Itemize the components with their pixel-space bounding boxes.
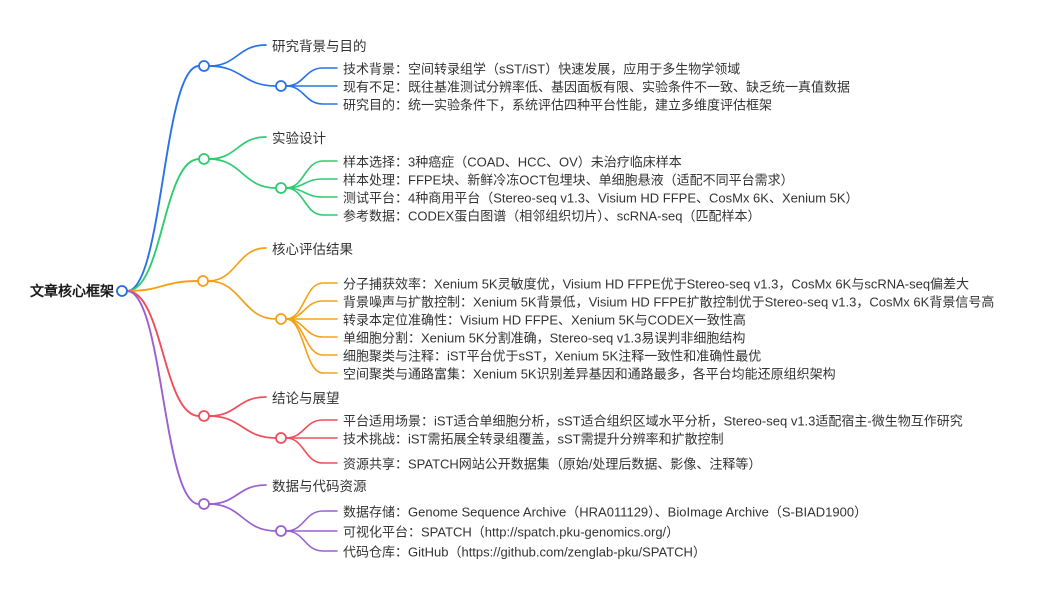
leaf-label-background-1[interactable]: 现有不足：既往基准测试分辨率低、基因面板有限、实验条件不一致、缺乏统一真值数据 bbox=[343, 79, 851, 95]
branch-hub-conclusion[interactable] bbox=[275, 432, 287, 444]
branch-node-design[interactable] bbox=[198, 153, 210, 165]
leaf-label-background-2[interactable]: 研究目的：统一实验条件下，系统评估四种平台性能，建立多维度评估框架 bbox=[343, 97, 773, 113]
connector-line bbox=[285, 178, 338, 189]
leaf-label-results-2[interactable]: 转录本定位准确性：Visium HD FFPE、Xenium 5K与CODEX一… bbox=[343, 312, 746, 328]
root-label: 文章核心框架 bbox=[30, 283, 114, 299]
leaf-label-results-0[interactable]: 分子捕获效率：Xenium 5K灵敏度优，Visium HD FFPE优于Ste… bbox=[343, 276, 970, 292]
branch-hub-resources[interactable] bbox=[275, 525, 287, 537]
connector-line bbox=[285, 419, 338, 439]
branch-node-background[interactable] bbox=[198, 60, 210, 72]
leaf-label-design-3[interactable]: 参考数据：CODEX蛋白图谱（相邻组织切片）、scRNA-seq（匹配样本） bbox=[343, 208, 761, 224]
connector-line bbox=[285, 85, 338, 105]
connector-line bbox=[285, 318, 338, 374]
leaf-label-resources-2[interactable]: 代码仓库：GitHub（https://github.com/zenglab-p… bbox=[343, 544, 706, 560]
branch-label-conclusion[interactable]: 结论与展望 bbox=[272, 391, 340, 406]
connector-line bbox=[285, 510, 338, 532]
connector-line bbox=[285, 160, 338, 189]
root-node[interactable] bbox=[116, 285, 128, 297]
connector-line bbox=[126, 280, 199, 292]
branch-node-resources[interactable] bbox=[198, 498, 210, 510]
branch-node-conclusion[interactable] bbox=[198, 410, 210, 422]
leaf-label-design-0[interactable]: 样本选择：3种癌症（COAD、HCC、OV）未治疗临床样本 bbox=[343, 154, 682, 170]
leaf-label-conclusion-1[interactable]: 技术挑战：iST需拓展全转录组覆盖，sST需提升分辨率和扩散控制 bbox=[343, 431, 724, 447]
connector-line bbox=[285, 437, 338, 464]
branch-hub-design[interactable] bbox=[275, 182, 287, 194]
branch-hub-background[interactable] bbox=[275, 80, 287, 92]
connector-line bbox=[207, 280, 277, 320]
leaf-label-conclusion-0[interactable]: 平台适用场景：iST适合单细胞分析，sST适合组织区域水平分析，Stereo-s… bbox=[343, 413, 963, 429]
connector-line bbox=[207, 247, 267, 282]
branch-hub-results[interactable] bbox=[275, 313, 287, 325]
connector-line bbox=[208, 484, 267, 505]
branch-node-results[interactable] bbox=[197, 275, 209, 287]
leaf-label-design-2[interactable]: 测试平台：4种商用平台（Stereo-seq v1.3、Visium HD FF… bbox=[343, 190, 859, 206]
connector-line bbox=[208, 44, 267, 67]
leaf-label-resources-0[interactable]: 数据存储：Genome Sequence Archive（HRA011129）、… bbox=[343, 504, 868, 520]
branch-label-resources[interactable]: 数据与代码资源 bbox=[272, 479, 367, 494]
leaf-label-background-0[interactable]: 技术背景：空间转录组学（sST/iST）快速发展，应用于多生物学领域 bbox=[343, 61, 741, 77]
connector-line bbox=[126, 65, 200, 292]
connector-line bbox=[208, 503, 277, 532]
leaf-label-design-1[interactable]: 样本处理：FFPE块、新鲜冷冻OCT包埋块、单细胞悬液（适配不同平台需求） bbox=[343, 172, 794, 188]
connector-line bbox=[208, 415, 277, 439]
connector-line bbox=[208, 136, 267, 160]
leaf-label-results-1[interactable]: 背景噪声与扩散控制：Xenium 5K背景低，Visium HD FFPE扩散控… bbox=[343, 294, 995, 310]
leaf-label-conclusion-2[interactable]: 资源共享：SPATCH网站公开数据集（原始/处理后数据、影像、注释等） bbox=[343, 456, 762, 472]
connector-line bbox=[208, 65, 277, 87]
leaf-label-results-3[interactable]: 单细胞分割：Xenium 5K分割准确，Stereo-seq v1.3易误判非细… bbox=[343, 330, 746, 346]
connector-line bbox=[126, 290, 200, 505]
leaf-label-results-4[interactable]: 细胞聚类与注释：iST平台优于sST，Xenium 5K注释一致性和准确性最优 bbox=[343, 348, 762, 364]
connector-line bbox=[285, 530, 338, 552]
branch-label-results[interactable]: 核心评估结果 bbox=[272, 242, 353, 257]
connector-line bbox=[285, 67, 338, 87]
connector-line bbox=[285, 187, 338, 216]
leaf-label-results-5[interactable]: 空间聚类与通路富集：Xenium 5K识别差异基因和通路最多，各平台均能还原组织… bbox=[343, 366, 836, 382]
leaf-label-resources-1[interactable]: 可视化平台：SPATCH（http://spatch.pku-genomics.… bbox=[343, 524, 680, 540]
connector-line bbox=[208, 396, 267, 417]
connector-line bbox=[126, 158, 200, 292]
branch-label-design[interactable]: 实验设计 bbox=[272, 131, 326, 146]
branch-label-background[interactable]: 研究背景与目的 bbox=[272, 39, 367, 54]
connector-line bbox=[208, 158, 277, 189]
connector-line bbox=[126, 290, 200, 417]
